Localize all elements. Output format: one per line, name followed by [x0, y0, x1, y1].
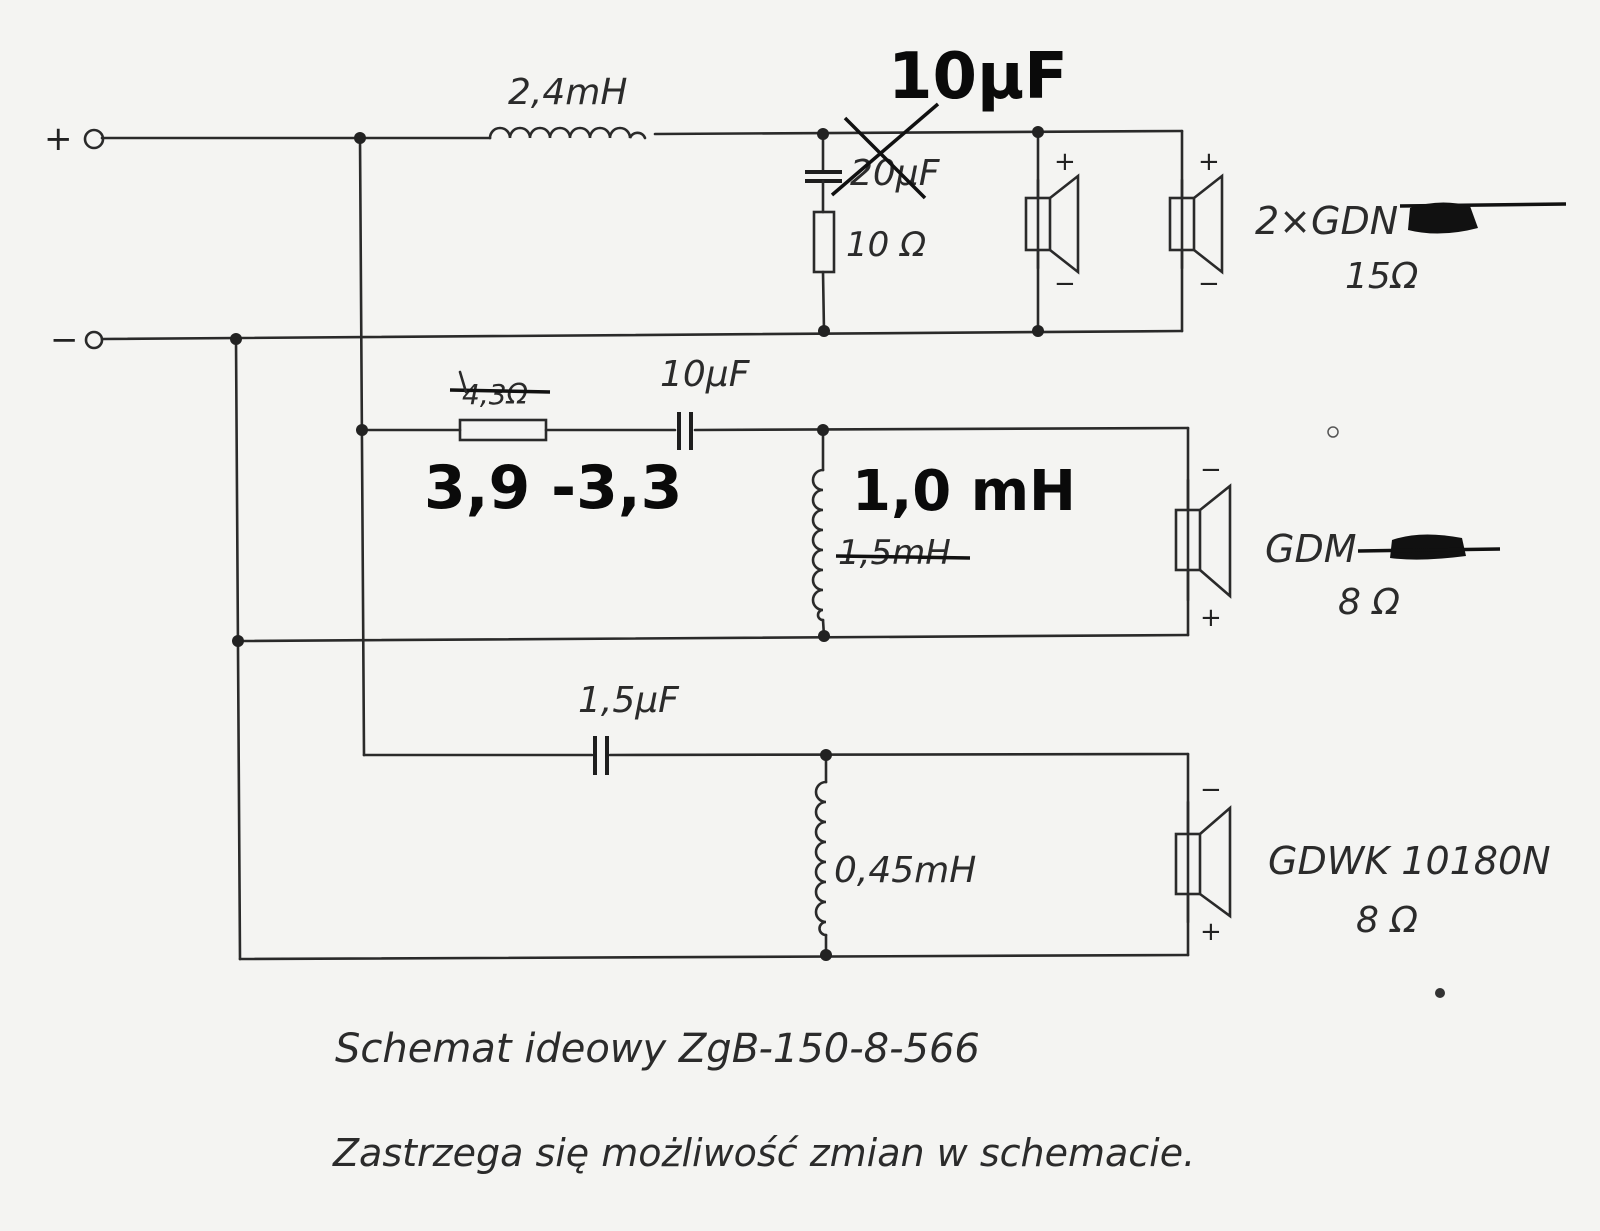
cap-tweeter-new-label: 10μF [888, 40, 1068, 114]
tweeter-speaker-1-icon: + − [1024, 147, 1080, 299]
woofer-pol-top: − [1200, 775, 1222, 805]
cap-tweeter-old-label: 20μF [850, 153, 941, 194]
tweeter-name-label: 2×GDN [1255, 199, 1398, 243]
tweeter-pol-top: + [1198, 147, 1220, 177]
junction-dots [230, 126, 1044, 961]
res-mid-old-label: 4,3Ω [462, 378, 529, 411]
plus-terminal-label: + [44, 119, 73, 159]
res-tweeter-label: 10 Ω [846, 225, 926, 265]
ind-woofer-label: 0,45mH [834, 850, 976, 891]
capacitor-mid-icon [677, 412, 693, 450]
svg-text:−: − [1054, 269, 1076, 299]
minus-terminal-label: − [50, 320, 79, 360]
mid-name-label: GDM [1265, 527, 1357, 571]
wiring [100, 129, 1190, 961]
woofer-speaker-icon [1174, 800, 1232, 924]
tweeter-pol-bottom: − [1198, 269, 1220, 299]
resistor-mid-icon [458, 418, 548, 442]
mid-pol-top: − [1200, 455, 1222, 485]
svg-text:+: + [1054, 147, 1076, 177]
mid-speaker-icon [1174, 478, 1232, 602]
cap-mid-label: 10μF [660, 354, 751, 395]
input-terminals: + − [44, 119, 105, 360]
mid-impedance-label: 8 Ω [1338, 582, 1400, 623]
inductor-2-4mh-icon [488, 126, 647, 140]
plus-terminal-icon [83, 128, 105, 150]
caption-title: Schemat ideowy ZgB-150-8-566 [335, 1026, 980, 1072]
tweeter-redaction-blot [1399, 202, 1567, 234]
inductor-main-label: 2,4mH [508, 72, 627, 113]
ind-mid-strike-mark [835, 554, 971, 560]
ind-mid-old-label: 1,5mH [838, 533, 951, 573]
paper-specks [1327, 426, 1445, 998]
resistor-10ohm-icon [812, 210, 836, 274]
mid-pol-bottom: + [1200, 603, 1222, 633]
tweeter-speaker-2-icon [1168, 173, 1224, 275]
inductor-woofer-icon [814, 780, 828, 937]
woofer-pol-bottom: + [1200, 917, 1222, 947]
mid-redaction-blot [1357, 534, 1501, 560]
res-mid-new-label: 3,9 -3,3 [424, 453, 682, 523]
inductor-mid-icon [811, 468, 825, 622]
woofer-impedance-label: 8 Ω [1356, 900, 1418, 941]
ind-mid-new-label: 1,0 mH [852, 459, 1076, 524]
capacitor-tweeter-icon [805, 170, 842, 214]
capacitor-woofer-icon [593, 736, 609, 775]
woofer-name-label: GDWK 10180N [1268, 839, 1551, 883]
caption-note: Zastrzega się możliwość zmian w schemaci… [332, 1131, 1195, 1175]
tweeter-impedance-label: 15Ω [1345, 256, 1419, 297]
cross-out-mark [830, 102, 940, 200]
cap-woofer-label: 1,5μF [578, 680, 680, 721]
minus-terminal-icon [84, 330, 104, 350]
